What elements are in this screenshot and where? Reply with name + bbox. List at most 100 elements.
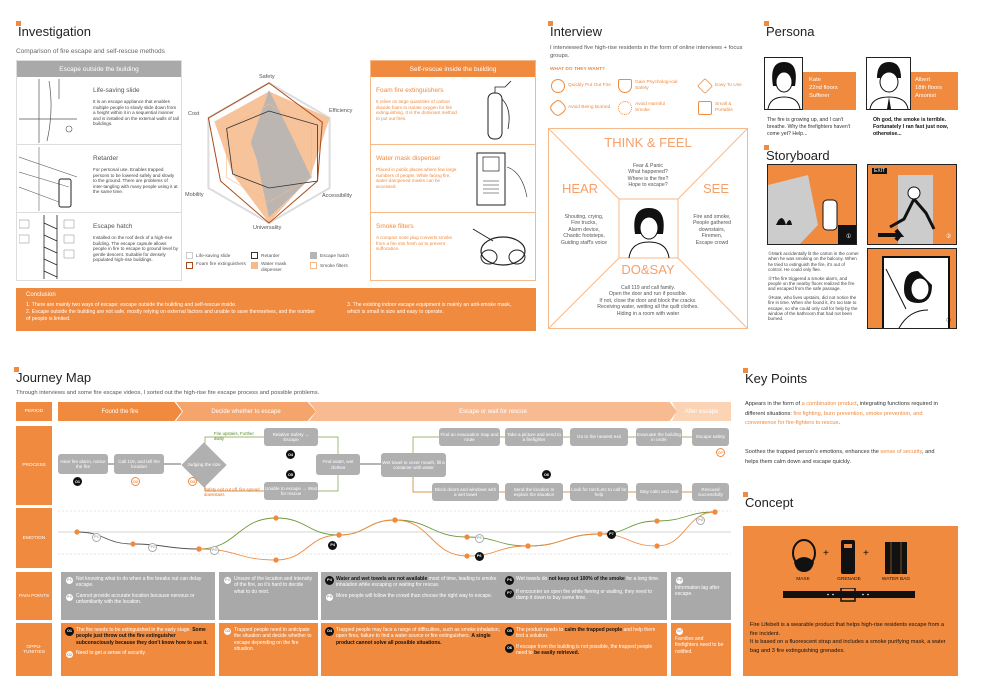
want-item: Easy To Use [697, 78, 748, 94]
keypoints-title: Key Points [742, 368, 808, 386]
do-say-title: DO&SAY [621, 262, 675, 277]
persona-quote-albert: Oh god, the smoke is terrible. Fortunate… [873, 117, 949, 137]
emotion-point [654, 543, 660, 549]
radar-series-foam-fire-extinguishers [207, 82, 323, 224]
emotion-point [597, 531, 603, 537]
process-step: Take a picture and send to a firefighter [505, 428, 563, 446]
bandage-icon [548, 98, 568, 118]
emotion-point [130, 541, 136, 547]
legend-item: Escape hatch [310, 252, 366, 260]
process-step: Hear fire alarm, notice the fire [58, 454, 108, 474]
journey-subtitle: Through interviews and some fire escape … [16, 390, 320, 396]
branch-label-down: Safety exit cut off, fire spread downsta… [204, 487, 260, 497]
see-text: Fire and smoke, People gathered downstai… [692, 214, 732, 246]
radar-axis-label: Cost [188, 111, 200, 117]
radar-axis-label: Safety [259, 74, 275, 80]
emotion-point [525, 543, 531, 549]
clock-icon [551, 79, 565, 93]
branch-label-up: Fire upstairs, Further away [214, 431, 254, 441]
investigation-subtitle: Comparison of fire escape and self-rescu… [16, 48, 165, 55]
process-step: Stay calm and wait [636, 483, 682, 501]
legend-swatch [310, 262, 317, 269]
emotion-point [336, 532, 342, 538]
row-label-opportunities: OPPU-TUNITIES [16, 623, 52, 676]
pain-point-marker: P3 [209, 545, 219, 555]
concept-item-label: MASK [796, 577, 810, 582]
water-bag-icon [885, 542, 907, 574]
inside-header: Self-rescue inside the building [371, 61, 535, 77]
emotion-point [196, 546, 202, 552]
mask-icon [792, 539, 816, 572]
pain-point-marker: P7 [606, 529, 616, 539]
panel-number: ② [946, 234, 952, 240]
think-feel-title: THINK & FEEL [604, 135, 692, 150]
dispenser-illustration [476, 152, 528, 206]
emotion-point [273, 515, 279, 521]
storyboard-panel-2: EXIT ② [867, 164, 957, 245]
period-found-fire: Found the fire [58, 402, 182, 421]
pain-point-marker: P5 [474, 533, 484, 543]
storyboard-panel-1: ① [767, 164, 857, 245]
emotion-point [392, 517, 398, 523]
slide-illustration [19, 79, 77, 143]
emotion-line-wait [198, 511, 716, 561]
legend-item: Water mask dispenser [251, 262, 306, 274]
process-step: Unable to escape → Wait for rescue [264, 482, 318, 500]
emotion-point [196, 546, 202, 552]
pain-point-marker: P2 [148, 542, 158, 552]
pain-point-marker: P8 [696, 515, 705, 525]
do-say-text: Call 119 and call family. Open the door … [597, 285, 699, 317]
method-desc: A compact nose plug converts smoke from … [376, 235, 453, 252]
legend-item: Life-saving slide [186, 252, 246, 260]
conclusion-title: Conclusion [26, 292, 56, 298]
storyboard-captions: ①Mark accidentally lit the carton in the… [768, 251, 859, 322]
emotion-point [597, 531, 603, 537]
smoke-icon [618, 101, 632, 115]
process-step: Find water, wet clothes [316, 454, 360, 475]
interview-title: Interview [547, 21, 603, 39]
emotion-point [525, 543, 531, 549]
extinguisher-illustration [487, 80, 512, 140]
method-desc: Installed on the roof deck of a high-ris… [93, 235, 179, 263]
method-desc: Placed in public places where few large … [376, 167, 457, 189]
empathy-map: THINK & FEEL Fear & Panic What happened?… [548, 128, 748, 329]
emotion-point [464, 553, 470, 559]
method-water-mask-dispenser: Water mask dispenser Placed in public pl… [371, 145, 535, 213]
storyboard-title: Storyboard [764, 145, 830, 163]
method-smoke-filters: Smoke filters A compact nose plug conver… [371, 213, 535, 281]
storyboard-panel-3: ③ [867, 248, 957, 329]
briefcase-icon [698, 101, 712, 115]
process-step: Go to the nearest exit [570, 428, 628, 446]
conclusion-point: 3. The existing indoor escape equipment … [347, 302, 512, 315]
legend-item: Foam fire extinguishers [186, 262, 246, 269]
want-item: Gain Psycholog-ical Safety [618, 79, 678, 93]
opportunity-badge: O7 [716, 448, 725, 457]
persona-avatar-kate [764, 57, 803, 110]
opportunity-badge: O5 [286, 470, 295, 479]
want-item: Avoid Harmful Smoke [618, 101, 678, 115]
panel-number: ③ [946, 318, 952, 324]
opportunity-badge: O4 [286, 450, 295, 459]
pain-point-marker: P1 [92, 532, 102, 542]
process-step: Escape safety [692, 428, 729, 446]
opportunity-badge: O3 [188, 477, 197, 486]
pain-point-marker: P4 [328, 540, 338, 550]
legend-swatch [251, 252, 258, 259]
emotion-point [196, 546, 202, 552]
wants-title: WHAT DO THEY WANT? [550, 67, 605, 72]
method-desc: It is an escape appliance that enables m… [93, 99, 179, 127]
concept-card: + + MASK GRENADE WATER BAG Fire Lifebelt… [743, 526, 958, 676]
escape-hatch-illustration [19, 215, 75, 279]
row-label-period: PERIOD [16, 402, 52, 421]
investigation-title: Investigation [16, 21, 91, 39]
radar-axis-label: Universality [253, 225, 282, 231]
legend-swatch [251, 262, 258, 269]
conclusion-banner: Conclusion 1. There are mainly two ways … [16, 288, 536, 331]
